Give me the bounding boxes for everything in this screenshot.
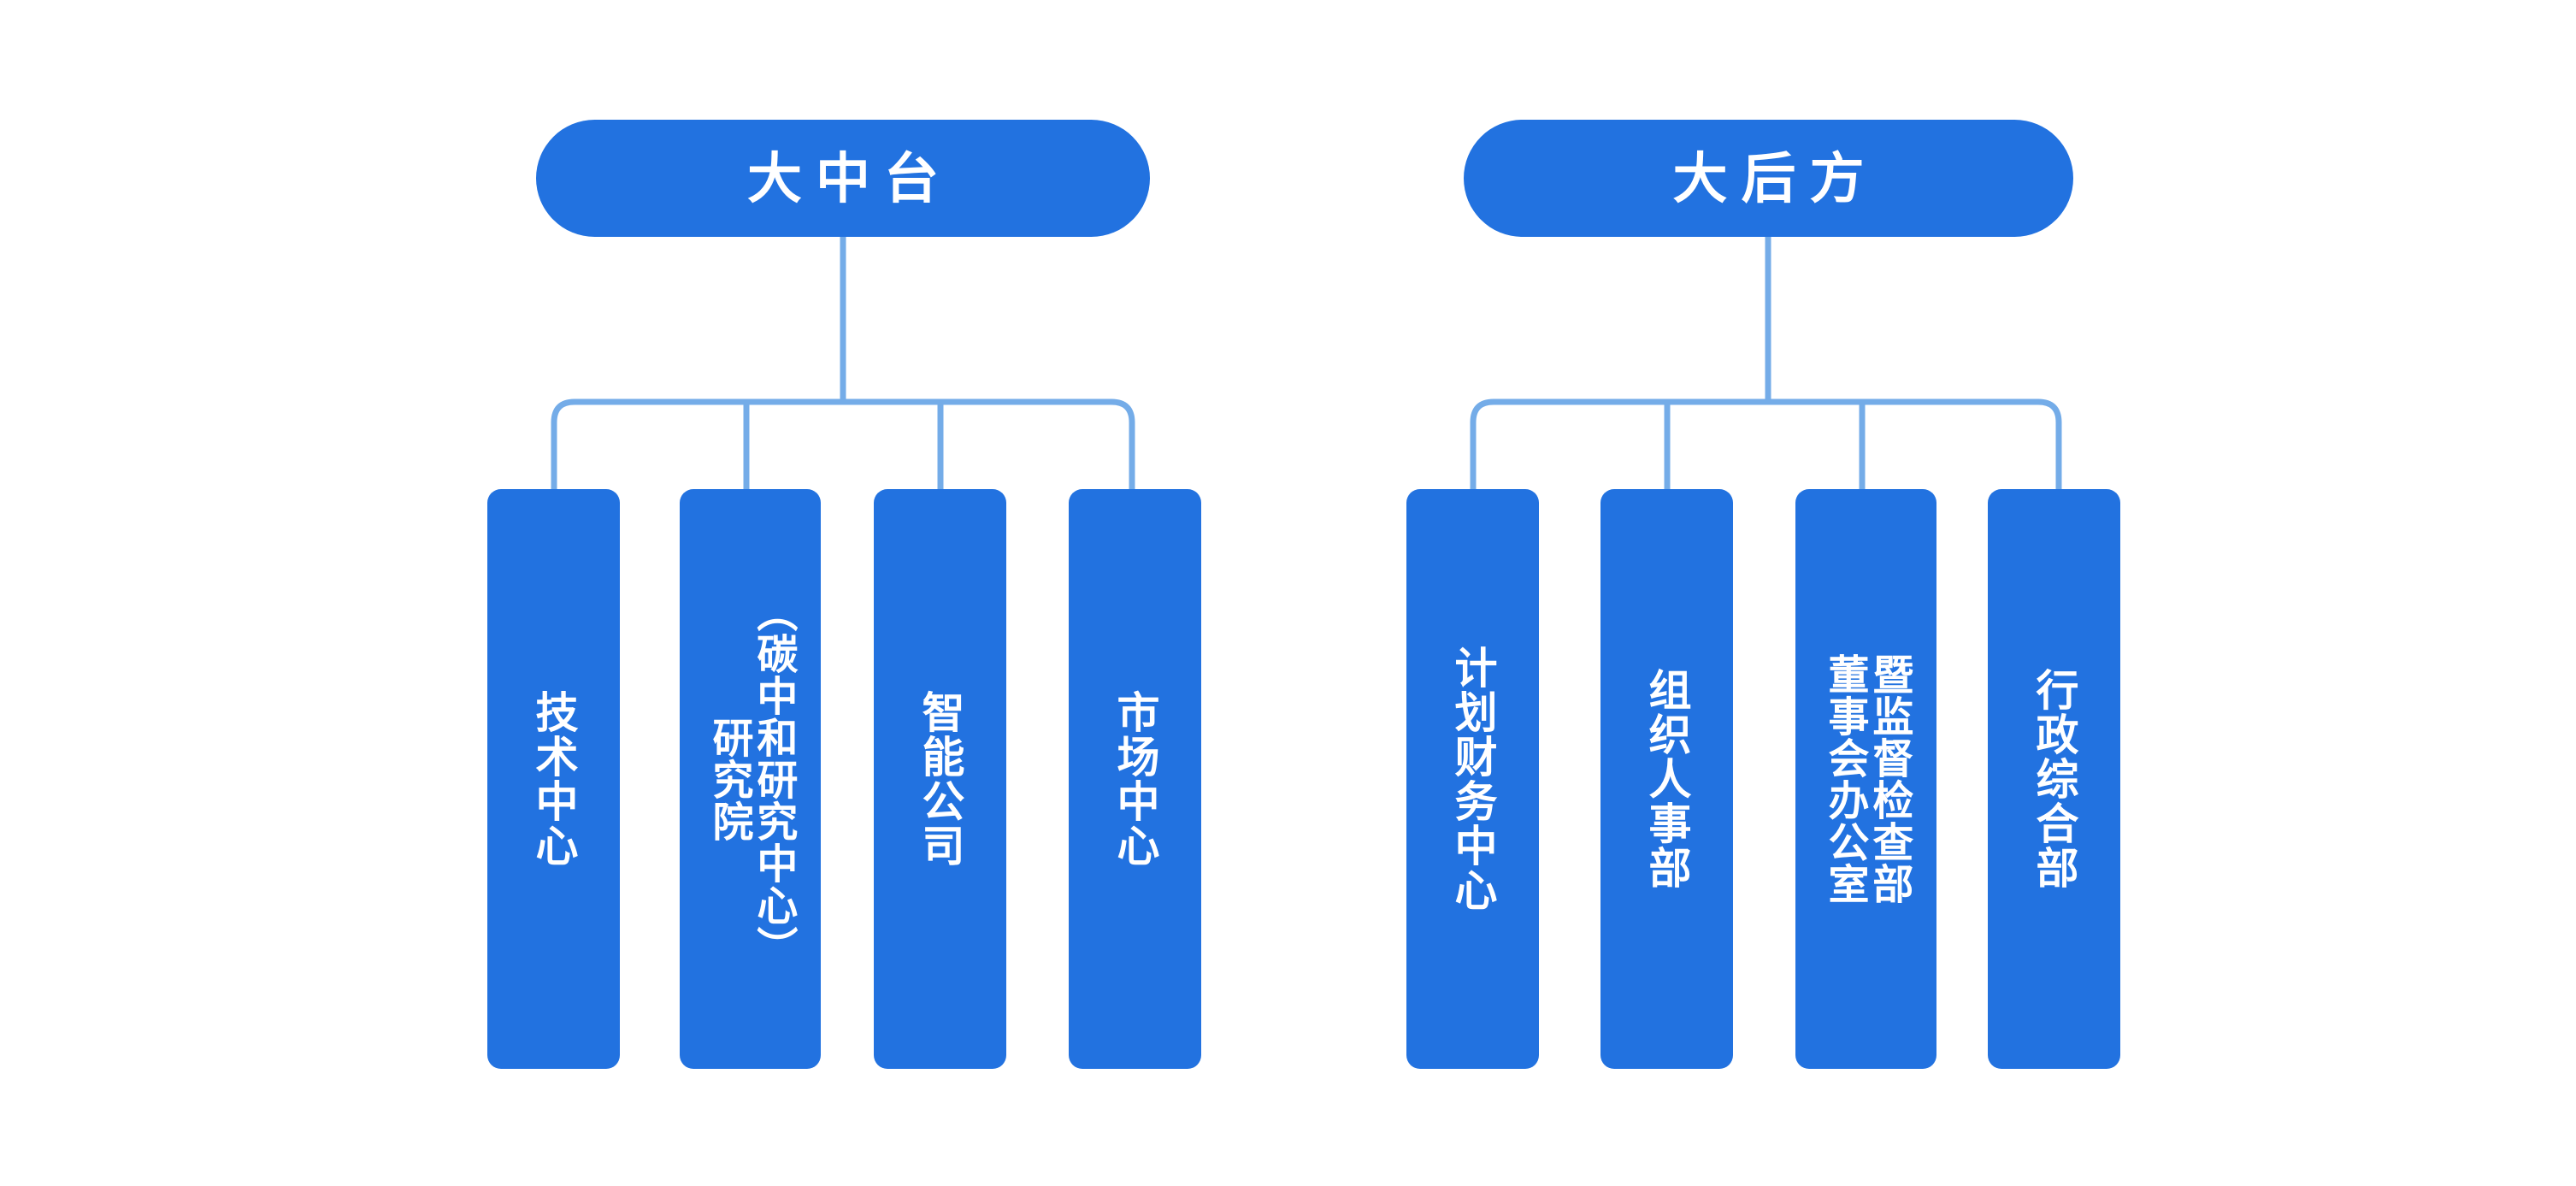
node-card-admin-general-dept[interactable]: 行政综合部 — [1988, 489, 2120, 1069]
node-label-planning-finance-center: 计划财务中心 — [1448, 646, 1497, 912]
group-header-zhongtai[interactable]: 大中台 — [536, 120, 1150, 237]
connector-bus-houfang — [1470, 398, 2062, 489]
node-card-board-office-supervision[interactable]: 暨监督检查部 董事会办公室 — [1795, 489, 1936, 1069]
node-label-board-office-supervision-col1: 暨监督检查部 — [1866, 653, 1912, 905]
node-label-intelligent-company: 智能公司 — [916, 690, 964, 868]
node-card-tech-center[interactable]: 技术中心 — [487, 489, 620, 1069]
node-card-research-institute[interactable]: （碳中和研究中心） 研究院 — [680, 489, 821, 1069]
node-card-org-personnel-dept[interactable]: 组织人事部 — [1600, 489, 1733, 1069]
node-label-org-personnel-dept: 组织人事部 — [1642, 668, 1691, 890]
node-card-intelligent-company[interactable]: 智能公司 — [874, 489, 1006, 1069]
node-label-research-institute-col1: （碳中和研究中心） — [750, 590, 796, 968]
node-card-market-center[interactable]: 市场中心 — [1069, 489, 1201, 1069]
group-header-label-zhongtai: 大中台 — [747, 147, 952, 209]
group-header-houfang[interactable]: 大后方 — [1464, 120, 2073, 237]
node-label-research-institute-col2: 研究院 — [705, 716, 752, 842]
node-label-admin-general-dept: 行政综合部 — [2030, 668, 2078, 890]
node-label-tech-center: 技术中心 — [529, 690, 578, 868]
node-label-board-office-supervision-col2: 董事会办公室 — [1821, 653, 1867, 905]
group-header-label-houfang: 大后方 — [1672, 147, 1878, 209]
connector-bus-zhongtai — [551, 398, 1135, 489]
node-label-market-center: 市场中心 — [1111, 690, 1159, 868]
node-card-planning-finance-center[interactable]: 计划财务中心 — [1406, 489, 1539, 1069]
